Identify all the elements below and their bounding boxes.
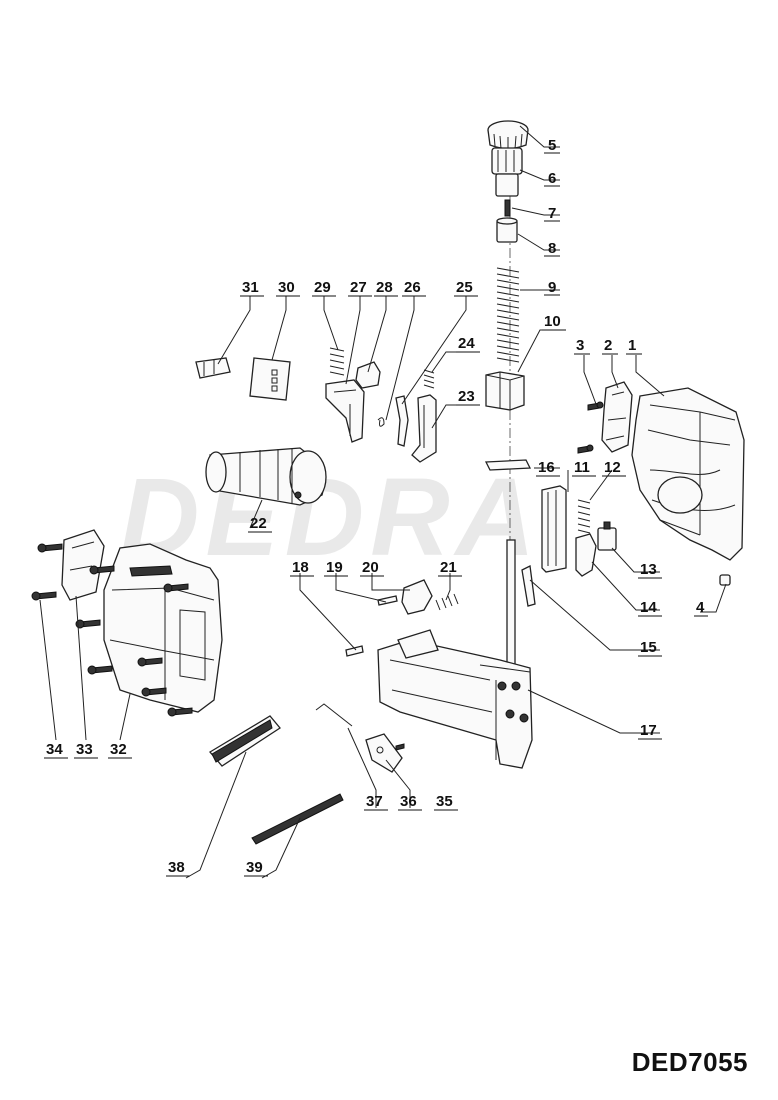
callout-6: 6 <box>548 170 556 187</box>
part-spring-29 <box>329 347 345 376</box>
callout-18: 18 <box>292 559 309 576</box>
callout-20: 20 <box>362 559 379 576</box>
callout-5: 5 <box>548 137 556 154</box>
part-hex-key <box>315 703 353 727</box>
callout-11: 11 <box>574 459 590 476</box>
part-motor <box>205 447 327 506</box>
callout-4: 4 <box>696 599 705 616</box>
part-small-spring-12 <box>577 499 591 534</box>
part-screw-3 <box>577 401 604 454</box>
callout-38: 38 <box>168 859 185 876</box>
part-pin-19 <box>377 595 398 606</box>
callout-31: 31 <box>242 279 259 296</box>
part-screw-7 <box>504 199 511 217</box>
part-lever-14 <box>575 533 597 577</box>
part-bracket-23 <box>411 394 437 463</box>
part-left-housing <box>103 543 223 713</box>
callout-34: 34 <box>46 741 63 758</box>
callout-12: 12 <box>604 459 621 476</box>
part-right-housing <box>631 387 745 561</box>
part-adjust-knob <box>487 120 529 150</box>
part-hook-20 <box>401 579 433 615</box>
part-nail-strip <box>251 793 344 845</box>
callout-8: 8 <box>548 240 556 257</box>
callout-32: 32 <box>110 741 127 758</box>
callout-37: 37 <box>366 793 383 810</box>
callout-9: 9 <box>548 279 556 296</box>
part-main-spring <box>496 267 520 363</box>
part-spring-clip-26 <box>377 417 385 427</box>
part-staple-strip <box>209 715 281 767</box>
callout-27: 27 <box>350 279 367 296</box>
part-nut <box>496 217 518 243</box>
callout-16: 16 <box>538 459 555 476</box>
callout-30: 30 <box>278 279 295 296</box>
part-clip-31 <box>195 357 231 379</box>
part-adjuster-sleeve <box>491 147 523 197</box>
part-magazine-body <box>377 629 533 769</box>
watermark-text: DEDRA <box>120 456 541 579</box>
callout-23: 23 <box>458 388 475 405</box>
leader-lines <box>39 125 727 879</box>
part-spring-21 <box>435 593 459 611</box>
part-lever-25 <box>395 395 409 447</box>
callout-15: 15 <box>640 639 657 656</box>
part-pin-18 <box>345 645 364 657</box>
callout-36: 36 <box>400 793 417 810</box>
callout-24: 24 <box>458 335 475 352</box>
part-small-spring-24 <box>423 369 435 389</box>
part-latch-35-36 <box>365 733 405 773</box>
part-label-sheet <box>249 357 291 401</box>
callout-21: 21 <box>440 559 457 576</box>
callout-14: 14 <box>640 599 657 616</box>
part-switch-28 <box>355 361 381 389</box>
callout-2: 2 <box>604 337 612 354</box>
callout-1: 1 <box>628 337 636 354</box>
callout-17: 17 <box>640 722 657 739</box>
part-bracket-27 <box>325 379 365 443</box>
callout-13: 13 <box>640 561 657 578</box>
part-micro-switch <box>597 521 617 551</box>
callout-33: 33 <box>76 741 93 758</box>
part-trigger-cover <box>601 381 633 453</box>
part-driver-blade <box>541 485 567 573</box>
part-pin-4 <box>719 574 731 586</box>
callout-25: 25 <box>456 279 473 296</box>
callout-labels: 5 6 7 8 9 10 1 2 3 11 12 16 13 14 15 17 … <box>44 137 708 877</box>
callout-3: 3 <box>576 337 584 354</box>
model-number: DED7055 <box>631 1047 748 1077</box>
callout-28: 28 <box>376 279 393 296</box>
callout-29: 29 <box>314 279 331 296</box>
callout-35: 35 <box>436 793 453 810</box>
part-trigger-33 <box>61 529 105 601</box>
callout-19: 19 <box>326 559 343 576</box>
part-piston-block <box>485 371 525 411</box>
callout-39: 39 <box>246 859 263 876</box>
callout-22: 22 <box>250 515 267 532</box>
callout-26: 26 <box>404 279 421 296</box>
part-screws-34 <box>31 543 193 717</box>
callout-7: 7 <box>548 205 556 222</box>
part-flat-plate <box>484 459 532 471</box>
callout-10: 10 <box>544 313 561 330</box>
